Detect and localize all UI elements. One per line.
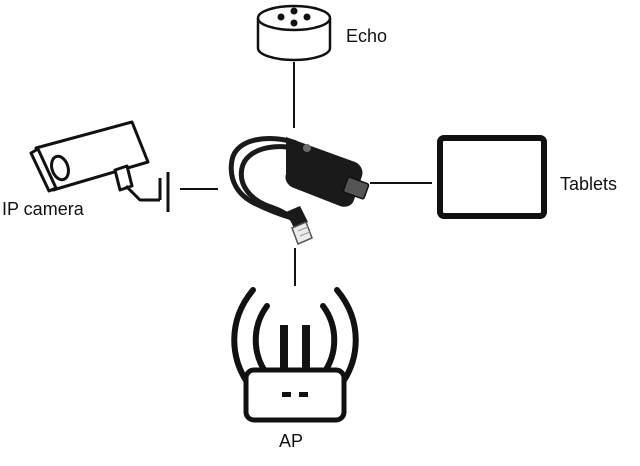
connector-lines	[180, 62, 432, 286]
tablet-icon	[437, 135, 547, 219]
poe-splitter-icon	[228, 136, 370, 245]
echo-label: Echo	[346, 26, 388, 46]
wifi-router-icon	[231, 287, 359, 423]
tablets-label: Tablets	[560, 174, 618, 194]
ap-label: AP	[279, 431, 304, 451]
smart-speaker-icon	[256, 4, 332, 62]
ip-camera-label: IP camera	[2, 199, 84, 219]
ip-camera-icon	[29, 120, 170, 212]
